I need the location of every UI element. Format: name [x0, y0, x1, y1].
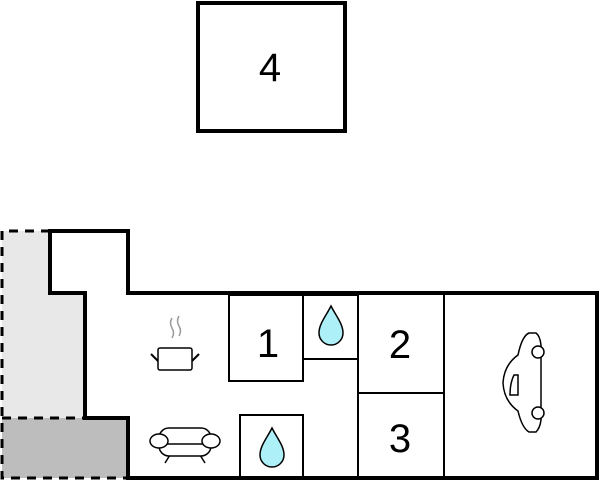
water-drop-icon: [259, 426, 285, 468]
room-3-label: 3: [389, 417, 411, 461]
terrace-dashed-outline: [0, 229, 128, 480]
terrace-lower: [2, 418, 128, 478]
car-icon: [502, 332, 545, 433]
outer-wall: [48, 229, 599, 480]
room-4-label: 4: [259, 46, 281, 90]
room-1-label: 1: [257, 322, 279, 366]
room-4: [196, 1, 347, 133]
kitchen-pot-icon: [150, 315, 200, 371]
room-2-label: 2: [389, 323, 411, 367]
internal-walls: [228, 294, 445, 478]
water-drop-icon: [318, 304, 344, 346]
sofa-icon: [149, 427, 221, 464]
